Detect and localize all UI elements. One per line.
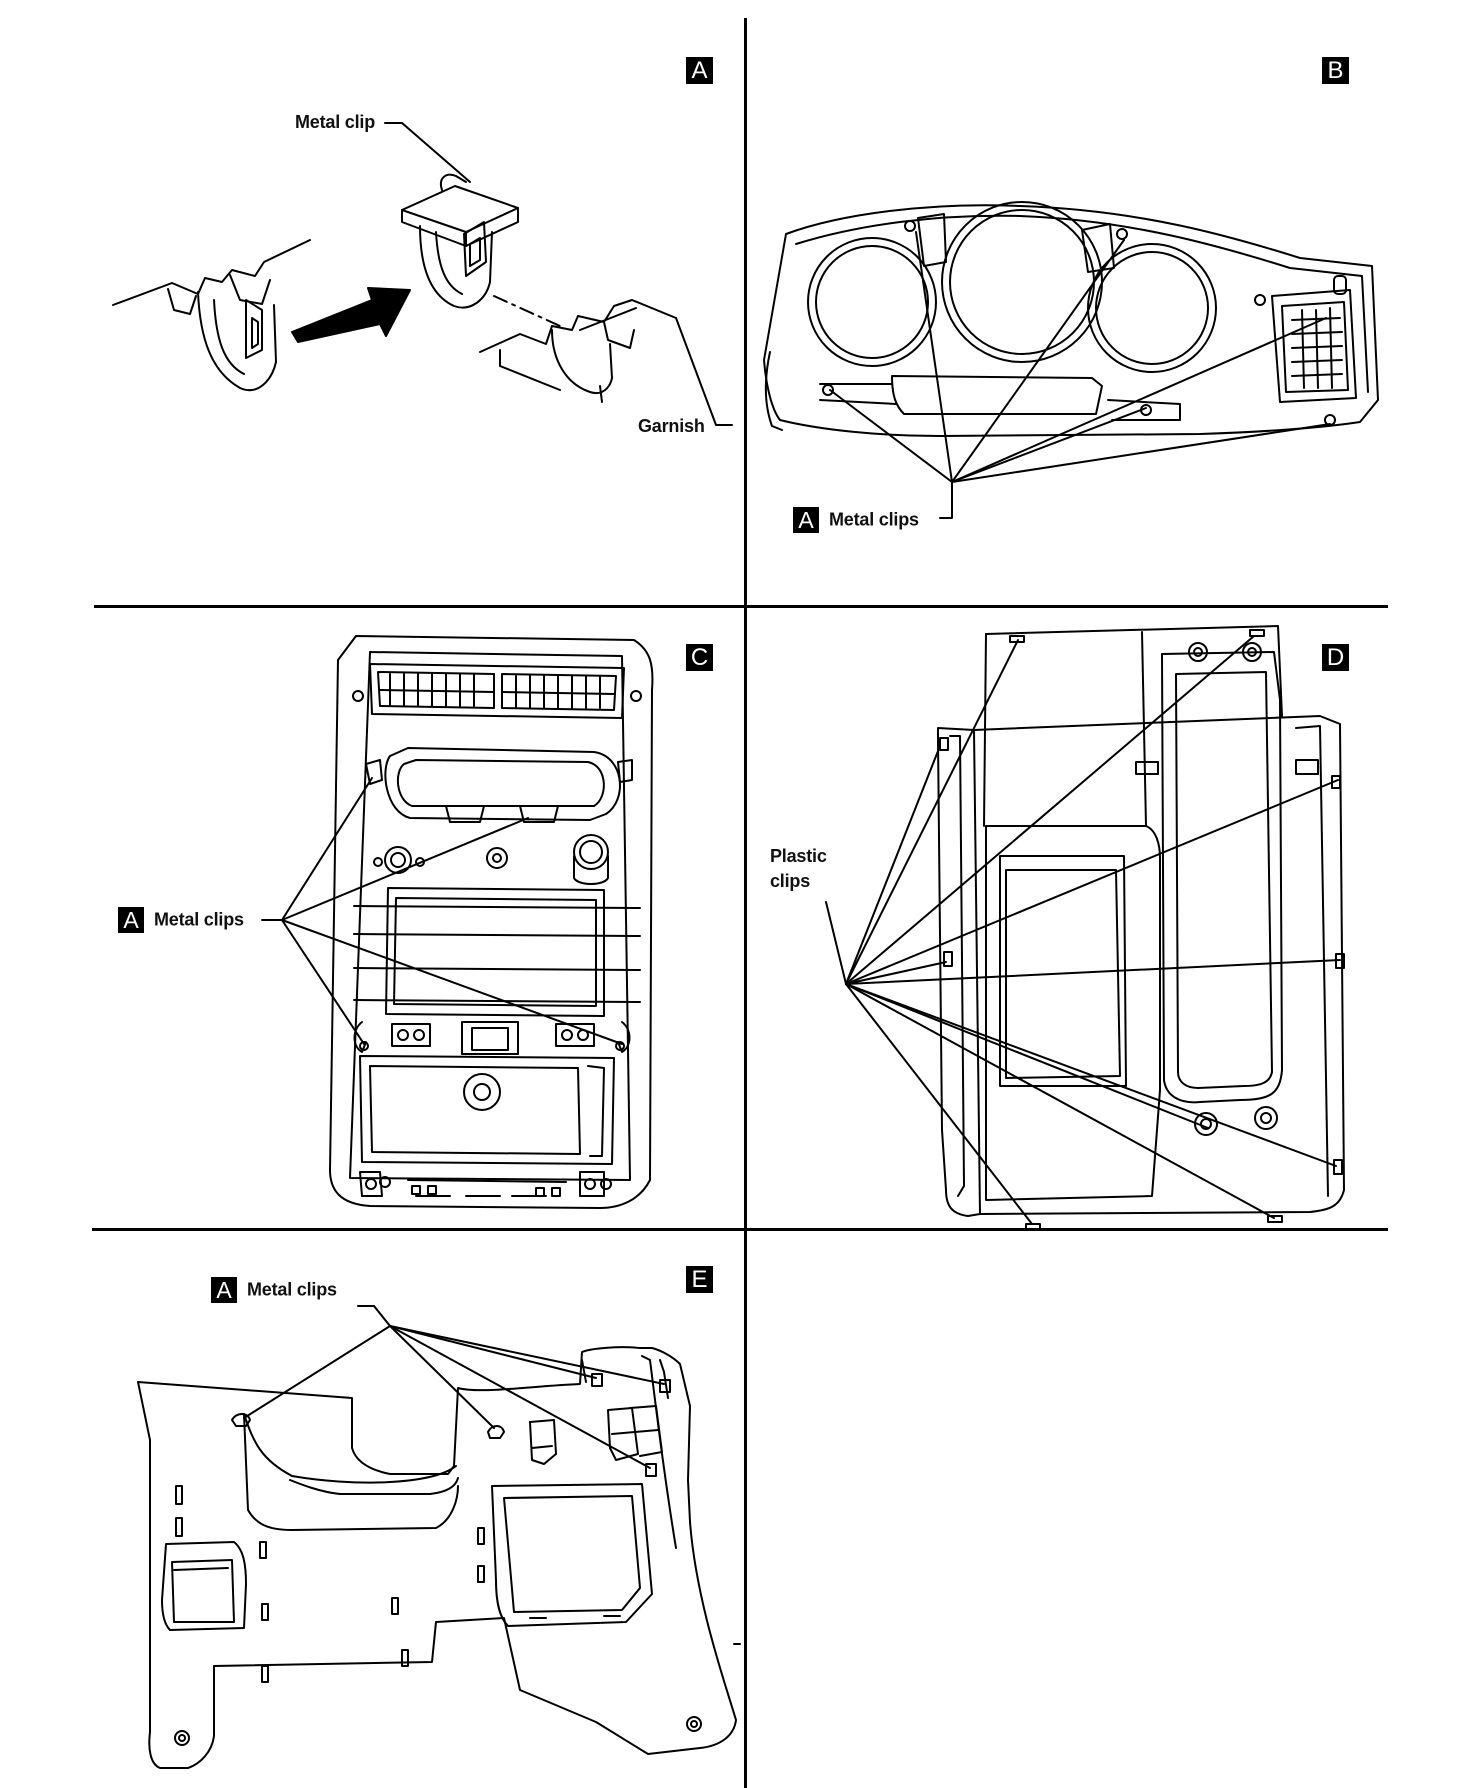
panel-b-leader-lines: [830, 232, 1330, 518]
panel-d-callout-line2: clips: [770, 871, 811, 891]
garnish-part-icon: [480, 300, 676, 402]
garnish-leader-line: [676, 318, 732, 425]
panel-c-callout: A Metal clips: [118, 907, 244, 933]
panel-c-leader-lines: [262, 778, 622, 1044]
panel-d-leader-lines: [826, 636, 1340, 1224]
panel-b-callout-label: Metal clips: [829, 509, 919, 530]
panel-e-leader-lines: [244, 1306, 664, 1468]
insert-arrow-icon: [292, 288, 410, 342]
panel-d-letter: D: [1322, 644, 1349, 671]
console-side-panel-icon: [938, 626, 1344, 1230]
panel-e-letter: E: [686, 1266, 713, 1293]
center-console-finisher-icon: [330, 636, 652, 1208]
panel-c-callout-label: Metal clips: [154, 909, 244, 930]
vertical-divider: [744, 18, 747, 1788]
instrument-cluster-finisher-icon: [764, 202, 1378, 436]
metal-clip-leader-line: [385, 123, 470, 182]
horizontal-divider-upper: [94, 605, 1388, 608]
panel-d-callout-line1: Plastic: [770, 846, 827, 866]
panel-c-letter: C: [686, 644, 713, 671]
alignment-line: [494, 296, 560, 326]
panel-a-letter: A: [686, 57, 713, 84]
lower-dash-panel-icon: [138, 1347, 736, 1768]
horizontal-divider-lower: [92, 1228, 1388, 1231]
panel-b-callout-badge: A: [793, 507, 819, 533]
metal-clip-icon: [402, 175, 518, 308]
panel-c-callout-badge: A: [118, 907, 144, 933]
installed-clip-icon: [198, 292, 276, 390]
panel-e-callout: A Metal clips: [211, 1277, 337, 1303]
panel-e-callout-label: Metal clips: [247, 1279, 337, 1300]
panel-e-callout-badge: A: [211, 1277, 237, 1303]
metal-clip-label: Metal clip: [295, 112, 376, 132]
panel-b-callout: A Metal clips: [793, 507, 919, 533]
panel-b-letter: B: [1322, 57, 1349, 84]
garnish-label: Garnish: [638, 416, 705, 436]
